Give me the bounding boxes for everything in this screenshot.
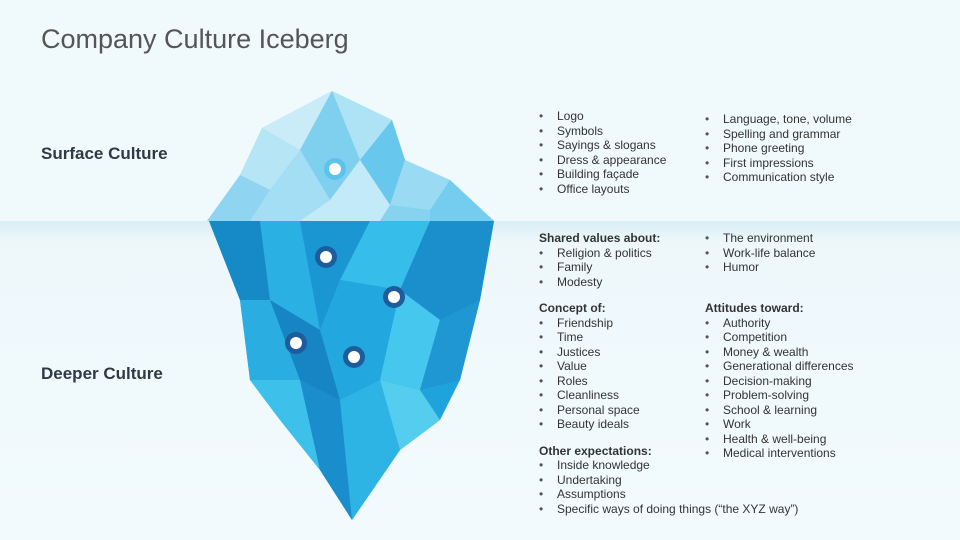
deeper-list-right: The environment Work-life balance Humor … xyxy=(705,231,854,461)
list-item: Family xyxy=(539,260,798,275)
page-title: Company Culture Iceberg xyxy=(41,24,349,54)
list-item: Building façade xyxy=(539,167,666,182)
surface-culture-label: Surface Culture xyxy=(41,144,168,163)
list-item: Communication style xyxy=(705,170,852,185)
list-item: Work xyxy=(705,417,854,432)
marker-surface xyxy=(324,158,346,180)
list-item: Logo xyxy=(539,109,666,124)
list-item: Generational differences xyxy=(705,359,854,374)
list-item: Time xyxy=(539,330,798,345)
list-item: Symbols xyxy=(539,124,666,139)
list-item: Sayings & slogans xyxy=(539,138,666,153)
list-item: Money & wealth xyxy=(705,345,854,360)
list-item: Decision-making xyxy=(705,374,854,389)
list-item: Language, tone, volume xyxy=(705,112,852,127)
list-item: Competition xyxy=(705,330,854,345)
deeper-list-left: Shared values about: Religion & politics… xyxy=(539,231,798,516)
list-item: Problem-solving xyxy=(705,388,854,403)
list-item: Office layouts xyxy=(539,182,666,197)
list-item: Religion & politics xyxy=(539,246,798,261)
list-item: The environment xyxy=(705,231,854,246)
marker-deep-3 xyxy=(285,332,307,354)
list-item: Roles xyxy=(539,374,798,389)
list-item: Specific ways of doing things (“the XYZ … xyxy=(539,502,798,517)
list-item: Personal space xyxy=(539,403,798,418)
surface-list-left: Logo Symbols Sayings & slogans Dress & a… xyxy=(539,109,666,196)
list-item: Health & well-being xyxy=(705,432,854,447)
list-item: Spelling and grammar xyxy=(705,127,852,142)
attitudes-toward-heading: Attitudes toward: xyxy=(705,301,804,315)
concept-of-heading: Concept of: xyxy=(539,301,606,315)
list-item: Medical interventions xyxy=(705,446,854,461)
list-item: Authority xyxy=(705,316,854,331)
list-item: Friendship xyxy=(539,316,798,331)
surface-list-right: Language, tone, volume Spelling and gram… xyxy=(705,112,852,185)
list-item: Undertaking xyxy=(539,473,798,488)
list-item: First impressions xyxy=(705,156,852,171)
list-item: Assumptions xyxy=(539,487,798,502)
list-item: Cleanliness xyxy=(539,388,798,403)
list-item: Inside knowledge xyxy=(539,458,798,473)
marker-deep-1 xyxy=(315,246,337,268)
list-item: Value xyxy=(539,359,798,374)
shared-values-heading: Shared values about: xyxy=(539,231,661,245)
list-item: Dress & appearance xyxy=(539,153,666,168)
marker-deep-2 xyxy=(383,286,405,308)
list-item: Phone greeting xyxy=(705,141,852,156)
list-item: School & learning xyxy=(705,403,854,418)
list-item: Modesty xyxy=(539,275,798,290)
other-expectations-heading: Other expectations: xyxy=(539,443,652,458)
marker-deep-4 xyxy=(343,346,365,368)
list-item: Justices xyxy=(539,345,798,360)
list-item: Humor xyxy=(705,260,854,275)
list-item: Work-life balance xyxy=(705,246,854,261)
deeper-culture-label: Deeper Culture xyxy=(41,364,163,383)
list-item: Beauty ideals xyxy=(539,417,798,432)
